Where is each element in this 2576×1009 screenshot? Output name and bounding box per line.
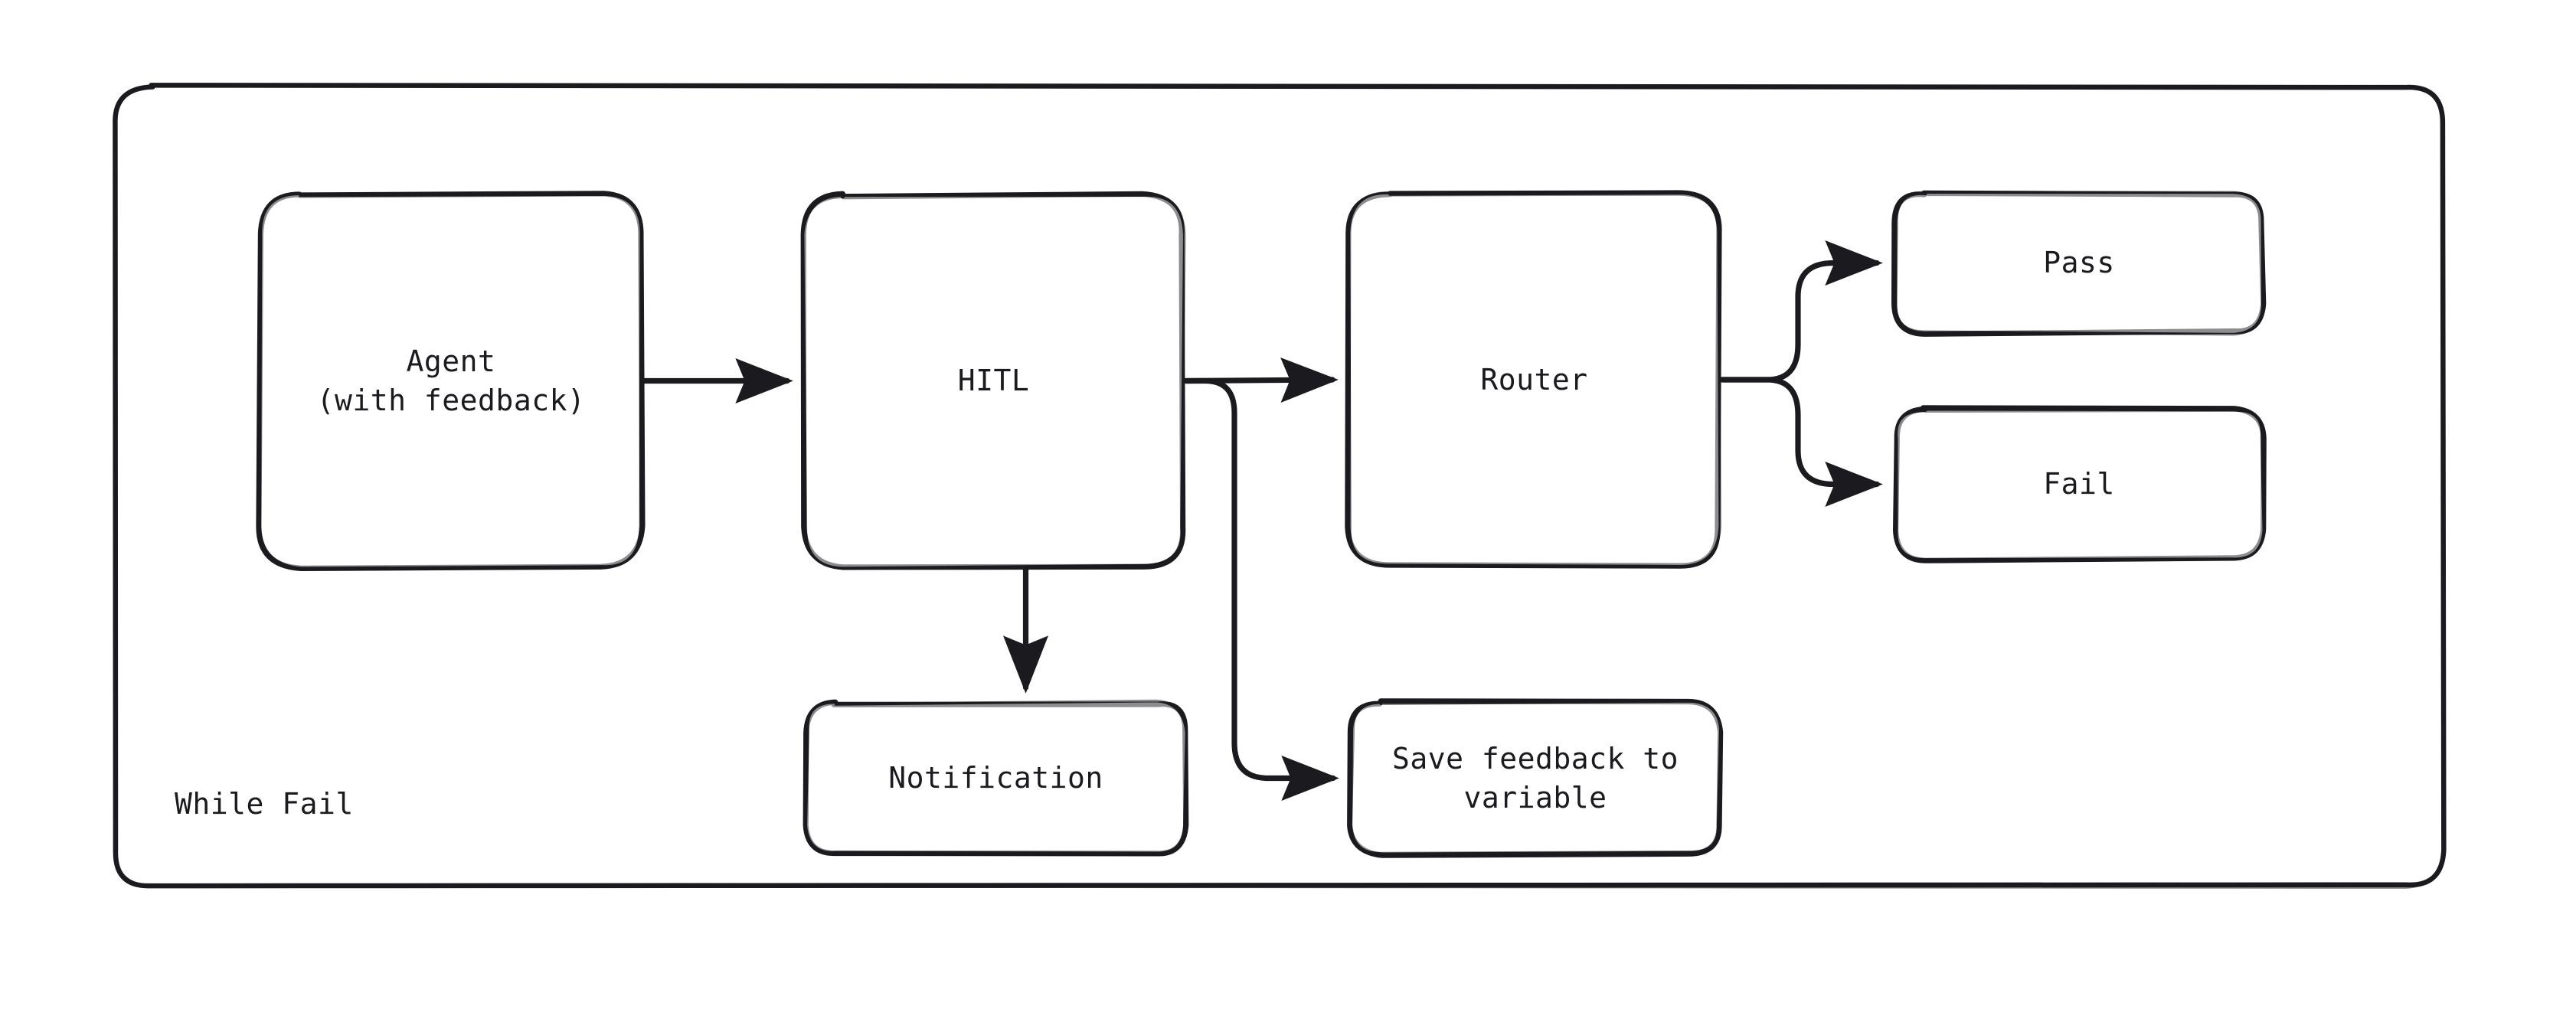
edge-router-to-pass	[1719, 240, 1883, 383]
node-shape-agent	[258, 192, 643, 570]
edges-layer	[642, 240, 1883, 802]
node-shape-router	[1347, 191, 1721, 568]
node-shape-notification	[804, 699, 1188, 855]
node-shape-pass	[1894, 191, 2264, 336]
node-shape-hitl	[801, 194, 1186, 570]
nodes-layer	[113, 83, 2447, 889]
edge-hitl-to-save-feedback	[1183, 377, 1339, 802]
node-shape-save	[1349, 700, 1722, 855]
group-container-while-fail	[113, 83, 2445, 889]
node-shape-fail	[1894, 409, 2266, 561]
group-label-while-fail: While Fail	[175, 787, 354, 821]
edge-router-to-fail	[1719, 377, 1883, 508]
